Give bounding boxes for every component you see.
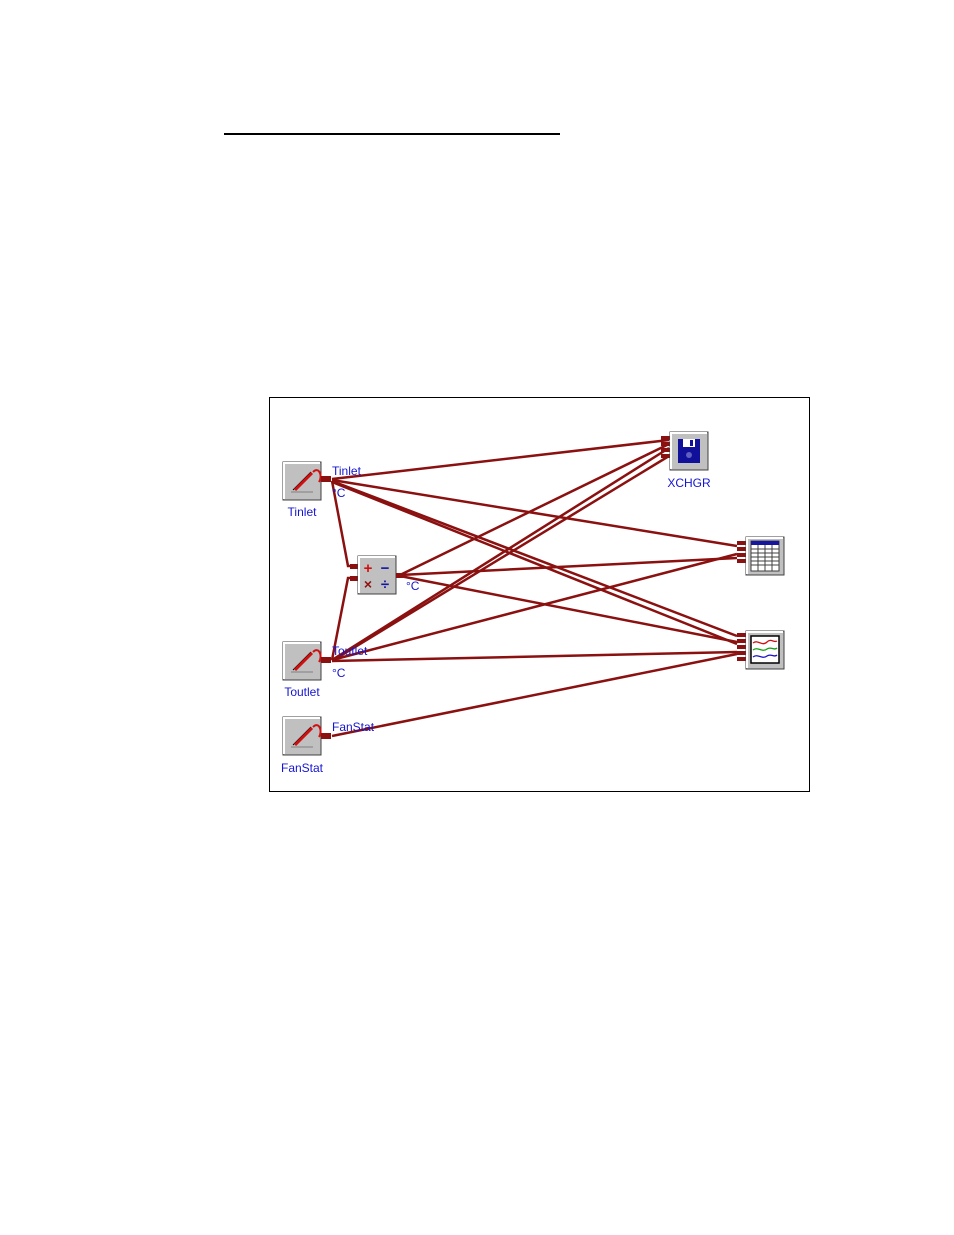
wire-toutlet-disk-a bbox=[331, 446, 670, 662]
wire-tinlet-graph-b bbox=[331, 480, 738, 646]
wire-tinlet-disk bbox=[331, 438, 670, 481]
table-icon[interactable] bbox=[745, 536, 785, 576]
table-in-port-3[interactable] bbox=[737, 553, 746, 557]
tinlet-out-port[interactable] bbox=[321, 476, 331, 482]
wire-fanstat-graph bbox=[331, 652, 738, 738]
calc-in-port-2[interactable] bbox=[350, 576, 358, 581]
svg-text:÷: ÷ bbox=[381, 576, 389, 593]
tinlet-unit: °C bbox=[332, 486, 346, 500]
table-node[interactable] bbox=[737, 536, 785, 576]
wire-calc-table bbox=[399, 556, 738, 577]
calculator-icon[interactable]: + − × ÷ bbox=[357, 555, 397, 595]
disk-in-port-2[interactable] bbox=[661, 442, 670, 446]
probe-icon[interactable] bbox=[282, 461, 322, 501]
graph-node[interactable] bbox=[737, 630, 785, 670]
disk-label: XCHGR bbox=[667, 476, 711, 490]
floppy-disk-icon[interactable] bbox=[669, 431, 709, 471]
wire-toutlet-table bbox=[331, 552, 738, 662]
probe-icon[interactable] bbox=[282, 716, 322, 756]
graph-in-port-3[interactable] bbox=[737, 645, 746, 649]
tinlet-node[interactable]: Tinlet Tinlet °C bbox=[282, 461, 362, 519]
graph-icon[interactable] bbox=[745, 630, 785, 670]
toutlet-out-port[interactable] bbox=[321, 657, 331, 663]
toutlet-node[interactable]: Toutlet Toutlet °C bbox=[282, 641, 368, 699]
calc-out-port[interactable] bbox=[396, 573, 403, 578]
svg-text:×: × bbox=[364, 576, 372, 592]
svg-text:+: + bbox=[364, 560, 373, 577]
fanstat-label: FanStat bbox=[281, 761, 324, 775]
probe-icon[interactable] bbox=[282, 641, 322, 681]
wire-tinlet-table bbox=[331, 478, 738, 548]
wire-toutlet-graph bbox=[331, 650, 738, 663]
toutlet-unit: °C bbox=[332, 666, 346, 680]
graph-in-port-1[interactable] bbox=[737, 633, 746, 637]
table-in-port-2[interactable] bbox=[737, 547, 746, 551]
fanstat-node[interactable]: FanStat FanStat bbox=[281, 716, 375, 775]
wires bbox=[330, 438, 738, 738]
disk-in-port-3[interactable] bbox=[661, 448, 670, 452]
table-in-port-1[interactable] bbox=[737, 541, 746, 545]
disk-in-port-4[interactable] bbox=[661, 454, 670, 458]
disk-in-port-1[interactable] bbox=[661, 436, 670, 440]
header-rule bbox=[224, 133, 560, 135]
table-in-port-4[interactable] bbox=[737, 559, 746, 563]
block-diagram: Tinlet Tinlet °C + − × ÷ °C Toutlet Tout bbox=[269, 397, 810, 792]
graph-in-port-5[interactable] bbox=[737, 657, 746, 661]
wire-tinlet-graph-a bbox=[331, 479, 738, 638]
wire-calc-graph bbox=[399, 574, 738, 644]
graph-in-port-4[interactable] bbox=[737, 651, 746, 655]
toutlet-port-label: Toutlet bbox=[332, 644, 368, 658]
tinlet-label: Tinlet bbox=[288, 505, 318, 519]
fanstat-out-port[interactable] bbox=[321, 733, 331, 739]
calc-in-port-1[interactable] bbox=[350, 564, 358, 569]
svg-text:−: − bbox=[381, 560, 390, 577]
tinlet-port-label: Tinlet bbox=[332, 464, 362, 478]
graph-in-port-2[interactable] bbox=[737, 639, 746, 643]
wire-calc-disk bbox=[399, 442, 670, 577]
fanstat-port-label: FanStat bbox=[332, 720, 375, 734]
toutlet-label: Toutlet bbox=[284, 685, 320, 699]
wire-toutlet-disk-b bbox=[331, 454, 670, 663]
disk-node[interactable]: XCHGR bbox=[661, 431, 711, 490]
calc-unit: °C bbox=[406, 579, 420, 593]
calc-node[interactable]: + − × ÷ °C bbox=[350, 555, 420, 595]
